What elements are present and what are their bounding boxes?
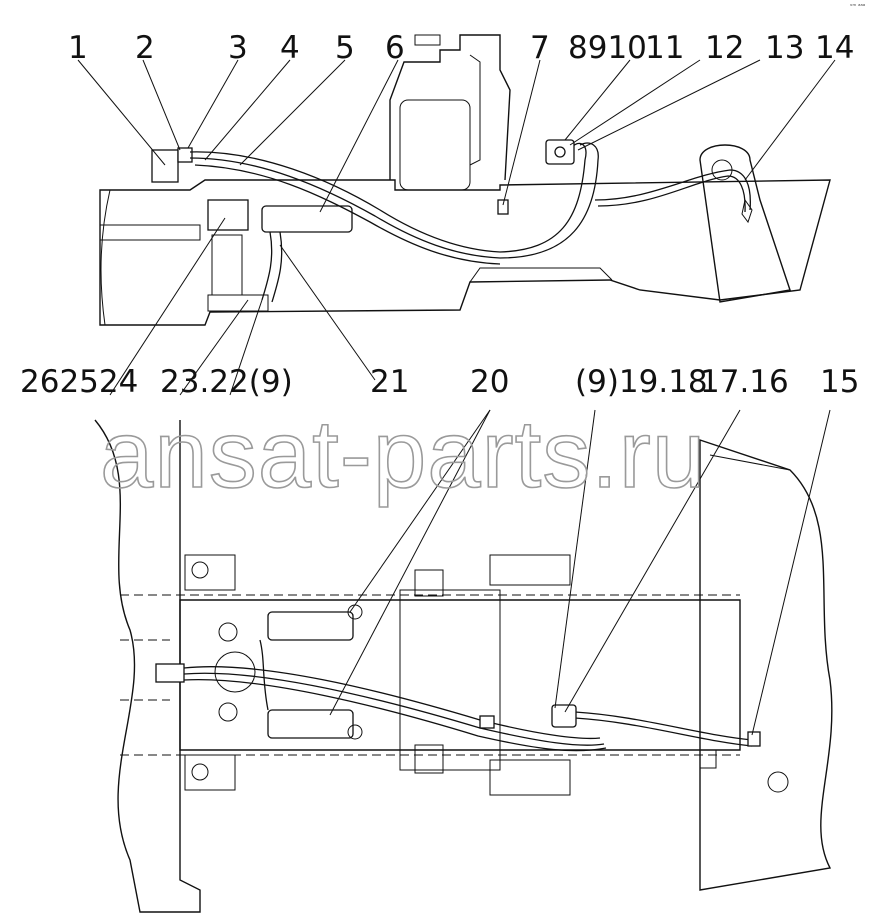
side-view [77, 34, 836, 396]
cylinder-upper [267, 611, 354, 641]
valve-16-19 [551, 704, 577, 728]
bolt-bl [191, 763, 209, 781]
axle-block-top [489, 554, 571, 586]
mount-top-left [184, 554, 236, 591]
callout-1: 1 [68, 30, 88, 66]
callout-11: 11 [645, 30, 684, 66]
fitting-7 [497, 199, 509, 215]
cab-cap [414, 34, 441, 46]
hose-to-14-lower [597, 175, 746, 213]
center-section [399, 589, 501, 771]
axle-block-bottom [489, 759, 571, 796]
callout-7: 7 [530, 30, 550, 66]
plan-leaders [329, 409, 831, 736]
callout-21: 21 [370, 364, 409, 400]
hose-to-valve-12 [499, 142, 599, 259]
plan-view [94, 409, 833, 913]
pivot-lower [218, 702, 238, 722]
callout-12: 12 [705, 30, 744, 66]
callout-6: 6 [385, 30, 405, 66]
rod-end-lower [347, 724, 363, 740]
watermark-text: ansat-parts.ru [100, 401, 706, 508]
callout-1716: 17.16 [700, 364, 789, 400]
hose-c [194, 164, 501, 265]
side-frame-rail [100, 224, 201, 241]
fitting-14 [741, 198, 753, 224]
steering-cylinder [261, 205, 353, 233]
callout-15: 15 [820, 364, 859, 400]
hose-to-14-upper [594, 169, 751, 211]
callout-13: 13 [765, 30, 804, 66]
hose-fitting-2 [177, 147, 193, 163]
callout-3: 3 [228, 30, 248, 66]
rear-rail-top [709, 454, 791, 471]
plan-frame [179, 599, 741, 751]
callout-2: 2 [135, 30, 155, 66]
callout-labels-top: 1 2 3 4 5 6 7 8910 11 12 13 14 [68, 30, 854, 66]
hinge-pin [214, 651, 256, 693]
valve-mount [211, 234, 243, 296]
cylinder-lower [267, 709, 354, 739]
plan-hose-to-15-b [574, 717, 753, 747]
mount-bottom-left [184, 754, 236, 791]
plan-hose-to-15-a [574, 711, 753, 741]
hose-down-2 [271, 231, 283, 303]
callout-20: 20 [470, 364, 509, 400]
cab-panel-line [469, 54, 481, 166]
top-leaders [77, 59, 836, 396]
rear-plate-hole [767, 771, 789, 793]
plan-hose-cyl-1 [259, 639, 269, 711]
callout-4: 4 [280, 30, 300, 66]
hose-down-1 [261, 231, 273, 301]
callout-labels-middle: 262524 23.22(9) 21 20 (9)19.18 17.16 15 [20, 364, 859, 400]
hose-to-valve-11 [499, 142, 587, 253]
rear-block [699, 749, 717, 769]
callout-14: 14 [815, 30, 854, 66]
plate-hole [711, 159, 733, 181]
fitting-15 [747, 731, 761, 747]
corner-mark: ᵛᵐ ᵃᵃᵃ [850, 3, 865, 10]
plan-hose-a [183, 666, 601, 740]
plan-front-frame [94, 419, 201, 913]
valve-base [207, 294, 269, 312]
cab-block [389, 34, 511, 181]
plan-hose-b [183, 672, 605, 746]
callout-8910: 8910 [568, 30, 647, 66]
front-fitting [155, 663, 185, 683]
mount-bottom-mid [414, 744, 444, 774]
oil-tank [399, 99, 471, 191]
bolt-tl [191, 561, 209, 579]
callout-5: 5 [335, 30, 355, 66]
side-frame-break-edge [100, 189, 111, 326]
hose-b [189, 157, 501, 259]
plan-rear-plate [699, 439, 833, 891]
pivot-upper [218, 622, 238, 642]
side-frame-step [469, 267, 613, 283]
mount-top-mid [414, 569, 444, 597]
valve-port [554, 146, 566, 158]
fitting-20 [479, 715, 495, 729]
pivot-bracket [151, 149, 179, 183]
mounting-plate-14 [699, 144, 791, 303]
callout-262524: 262524 [20, 364, 138, 400]
plan-hose-c [183, 678, 607, 752]
steering-valve [207, 199, 249, 231]
callout-91918: (9)19.18 [575, 364, 708, 400]
callout-23229: 23.22(9) [160, 364, 293, 400]
